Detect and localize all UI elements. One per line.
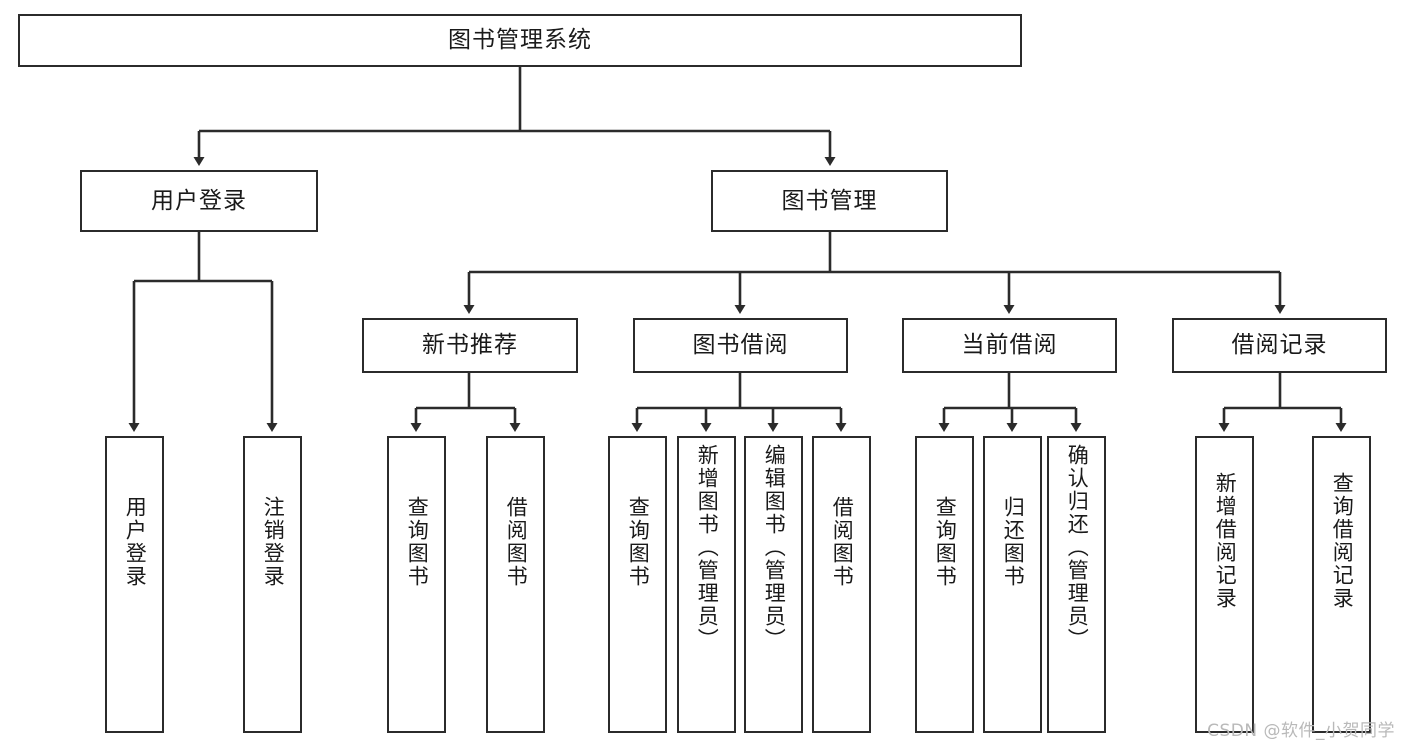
leaf-node[interactable]: 新增借阅记录 [1195,436,1254,733]
leaf-label: 查询借阅记录 [1330,472,1355,610]
leaf-node[interactable]: 注销登录 [243,436,302,733]
csdn-watermark: CSDN @软件_小贺同学 [1207,721,1395,741]
leaf-label: 注销登录 [261,496,286,588]
leaf-label: 查询图书 [933,496,958,588]
leaf-label: 归还图书 [1001,496,1026,588]
node-book-borrow[interactable]: 图书借阅 [633,318,848,373]
node-current-borrow[interactable]: 当前借阅 [902,318,1117,373]
leaf-label: 查询图书 [405,496,430,588]
leaf-label: 借阅图书 [830,496,855,588]
node-borrow-records[interactable]: 借阅记录 [1172,318,1387,373]
leaf-node[interactable]: 查询图书 [915,436,974,733]
leaf-node[interactable]: 确认归还（管理员） [1047,436,1106,733]
leaf-label: 借阅图书 [504,496,529,588]
leaf-node[interactable]: 借阅图书 [812,436,871,733]
leaf-label: 新增借阅记录 [1213,472,1238,610]
node-user-login[interactable]: 用户登录 [80,170,318,232]
node-root-system[interactable]: 图书管理系统 [18,14,1022,67]
leaf-node[interactable]: 归还图书 [983,436,1042,733]
leaf-label: 查询图书 [626,496,651,588]
leaf-label: 新增图书（管理员） [695,444,720,651]
leaf-node[interactable]: 新增图书（管理员） [677,436,736,733]
leaf-node[interactable]: 借阅图书 [486,436,545,733]
leaf-node[interactable]: 编辑图书（管理员） [744,436,803,733]
leaf-label: 用户登录 [123,496,148,588]
leaf-label: 编辑图书（管理员） [762,444,787,651]
leaf-label: 确认归还（管理员） [1065,444,1090,651]
node-new-book-recommend[interactable]: 新书推荐 [362,318,578,373]
node-book-management[interactable]: 图书管理 [711,170,948,232]
leaf-node[interactable]: 用户登录 [105,436,164,733]
leaf-node[interactable]: 查询借阅记录 [1312,436,1371,733]
leaf-node[interactable]: 查询图书 [387,436,446,733]
leaf-node[interactable]: 查询图书 [608,436,667,733]
